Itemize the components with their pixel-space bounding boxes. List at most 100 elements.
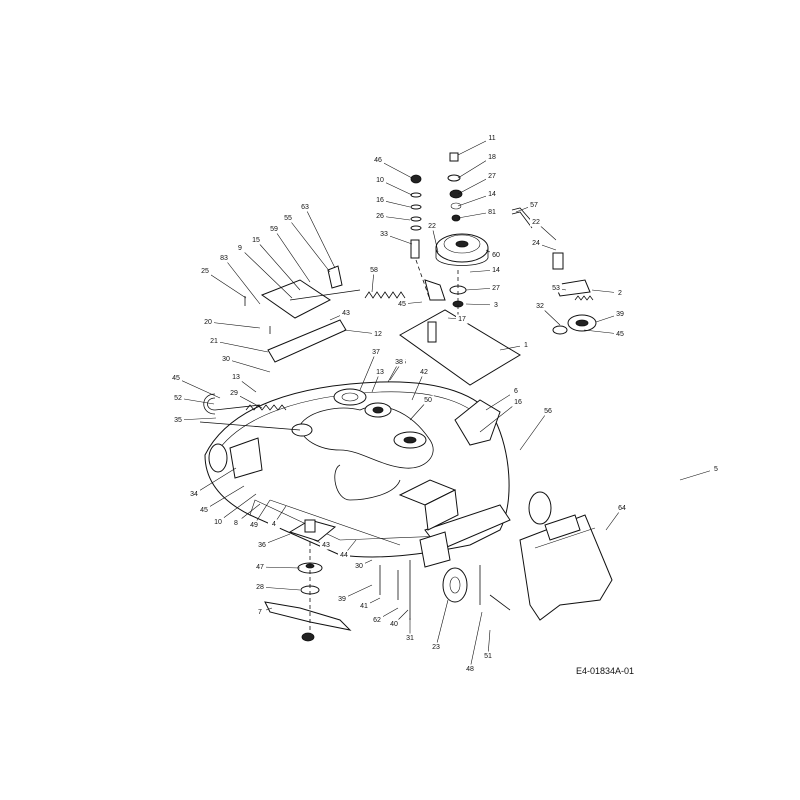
callout-background — [512, 397, 524, 407]
callout-number: 64 — [618, 505, 626, 512]
callout-number: 1 — [524, 342, 528, 349]
callout-number: 2 — [618, 290, 622, 297]
callout-background — [374, 211, 386, 221]
callout-background — [172, 393, 184, 403]
callout-number: 41 — [360, 603, 368, 610]
callout-background — [486, 189, 498, 199]
callout-background — [372, 155, 384, 165]
callout-background — [254, 607, 266, 617]
callout-background — [282, 213, 294, 223]
callout-number: 56 — [544, 408, 552, 415]
callout-background — [710, 464, 722, 474]
callout-background — [550, 283, 562, 293]
callout-background — [212, 517, 224, 527]
callout-background — [368, 265, 380, 275]
callout-number: 38 — [395, 359, 403, 366]
callout-number: 31 — [406, 635, 414, 642]
callout-number: 62 — [373, 617, 381, 624]
callout-number: 39 — [616, 311, 624, 318]
callout-background — [199, 266, 211, 276]
callout-number: 42 — [420, 369, 428, 376]
callout-number: 16 — [376, 197, 384, 204]
callout-number: 12 — [374, 331, 382, 338]
callout-leader-line — [207, 321, 261, 329]
callout-background — [378, 229, 390, 239]
callout-number: 57 — [530, 202, 538, 209]
callout-background — [614, 309, 626, 319]
callout-number: 53 — [552, 285, 560, 292]
callout-number: 15 — [252, 237, 260, 244]
callout-leader-line — [203, 485, 245, 511]
callout-background — [248, 520, 260, 530]
callout-background — [614, 288, 626, 298]
lift-linkage — [199, 265, 406, 431]
callout-number: 50 — [424, 397, 432, 404]
callout-leader-line — [479, 401, 519, 433]
callout-leader-line — [435, 599, 449, 648]
callout-number: 17 — [458, 316, 466, 323]
callout-background — [510, 386, 522, 396]
callout-number: 24 — [532, 240, 540, 247]
callout-background — [530, 238, 542, 248]
callout-background — [208, 336, 220, 346]
callout-number: 60 — [492, 252, 500, 259]
callout-leader-line — [175, 377, 221, 399]
callout-number: 36 — [258, 542, 266, 549]
callout-leader-line — [223, 257, 261, 305]
callout-number: 45 — [398, 301, 406, 308]
callout-background — [393, 357, 405, 367]
callout-number: 23 — [432, 644, 440, 651]
callout-background — [256, 540, 268, 550]
callout-background — [218, 253, 230, 263]
callout-leader-line — [213, 340, 269, 353]
callout-background — [490, 250, 502, 260]
callout-number: 33 — [380, 231, 388, 238]
callout-background — [358, 601, 370, 611]
callout-background — [198, 505, 210, 515]
callout-number: 7 — [258, 609, 262, 616]
callout-background — [486, 133, 498, 143]
callout-background — [336, 594, 348, 604]
callout-background — [254, 562, 266, 572]
callout-background — [170, 373, 182, 383]
callout-number: 6 — [514, 388, 518, 395]
callout-number: 37 — [372, 349, 380, 356]
callout-number: 48 — [466, 666, 474, 673]
callout-number: 14 — [488, 191, 496, 198]
callout-number: 45 — [616, 331, 624, 338]
spindle-blade-assembly — [264, 519, 511, 642]
callout-number: 29 — [230, 390, 238, 397]
callout-leader-line — [239, 247, 293, 299]
callout-background — [464, 664, 476, 674]
callout-leader-line — [469, 611, 483, 670]
callout-background — [268, 519, 280, 529]
callout-background — [374, 175, 386, 185]
callout-background — [534, 301, 546, 311]
callout-number: 40 — [390, 621, 398, 628]
callout-leader-line — [359, 351, 377, 391]
callout-number: 35 — [174, 417, 182, 424]
callout-number: 26 — [376, 213, 384, 220]
callout-number: 22 — [532, 219, 540, 226]
callout-background — [616, 503, 628, 513]
callout-number: 55 — [284, 215, 292, 222]
callout-number: 47 — [256, 564, 264, 571]
callout-number: 32 — [536, 303, 544, 310]
callout-background — [486, 152, 498, 162]
callout-background — [418, 367, 430, 377]
callout-background — [340, 308, 352, 318]
callout-number: 30 — [355, 563, 363, 570]
callout-leader-line — [225, 358, 271, 373]
callout-background — [250, 235, 262, 245]
callout-background — [396, 299, 408, 309]
callout-number: 10 — [214, 519, 222, 526]
callout-number: 13 — [232, 374, 240, 381]
callout-background — [426, 221, 438, 231]
callout-background — [388, 619, 400, 629]
callout-number: 49 — [250, 522, 258, 529]
callout-number: 43 — [342, 310, 350, 317]
callout-background — [490, 265, 502, 275]
callout-number: 3 — [494, 302, 498, 309]
